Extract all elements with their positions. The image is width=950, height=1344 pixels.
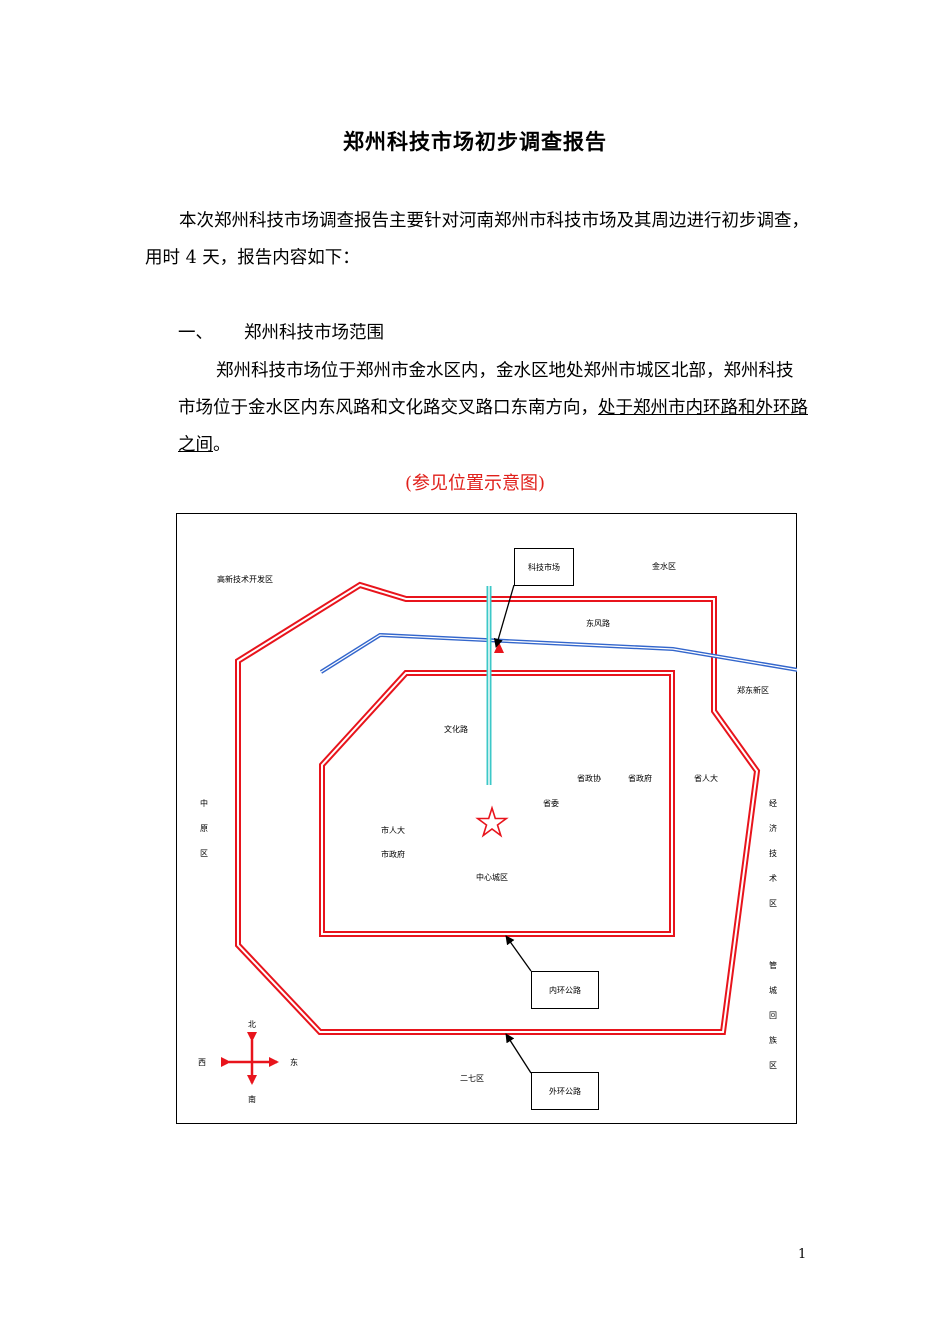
label-guancheng: 管城回族区 — [769, 961, 777, 1070]
intro-paragraph: 本次郑州科技市场调查报告主要针对河南郑州市科技市场及其周边进行初步调查，用时 4… — [145, 211, 809, 268]
map-frame — [176, 513, 797, 1124]
section-text-end: 。 — [213, 435, 231, 455]
label-jinshui: 金水区 — [652, 562, 676, 571]
document-title: 郑州科技市场初步调查报告 — [343, 129, 607, 154]
label-zhengdong: 郑东新区 — [737, 686, 769, 695]
label-shengrenda: 省人大 — [694, 774, 718, 783]
label-zhongyuan: 中原区 — [200, 799, 208, 858]
section-title: 郑州科技市场范围 — [244, 323, 384, 343]
compass-west: 西 — [198, 1058, 206, 1067]
label-shengzhengfu: 省政府 — [628, 774, 652, 783]
callout-keji: 科技市场 — [514, 548, 574, 586]
section-text-underlined: 处于郑州市内环路和外环路之间 — [178, 398, 808, 455]
map-drawing — [176, 513, 797, 1124]
section-paragraph: 郑州科技市场位于郑州市金水区内，金水区地处郑州市城区北部，郑州科技市场位于金水区… — [178, 353, 808, 464]
label-shirenda: 市人大 — [381, 826, 405, 835]
page-number: 1 — [798, 1247, 807, 1262]
market-marker — [494, 642, 504, 653]
label-shizhengfu: 市政府 — [381, 850, 405, 859]
label-dongfeng: 东风路 — [586, 619, 610, 628]
label-shengwei: 省委 — [543, 799, 559, 808]
city-center-star — [475, 805, 509, 838]
label-shengzhengxie: 省政协 — [577, 774, 601, 783]
label-zhongxin: 中心城区 — [476, 873, 508, 882]
compass-icon — [221, 1032, 279, 1085]
outer-ring-road — [235, 581, 761, 1035]
compass-north: 北 — [248, 1020, 256, 1029]
inner-ring-road — [319, 670, 675, 937]
compass-east: 东 — [290, 1058, 298, 1067]
figure-caption: (参见位置示意图) — [404, 473, 546, 494]
section-number: 一、 — [178, 323, 213, 343]
label-wenhua: 文化路 — [444, 725, 468, 734]
callout-neihuan: 内环公路 — [531, 971, 599, 1009]
inner-ring-callout-arrow — [505, 935, 532, 972]
label-erqi: 二七区 — [460, 1074, 484, 1083]
compass-south: 南 — [248, 1095, 256, 1104]
section-heading: 一、 郑州科技市场范围 — [178, 318, 384, 348]
market-callout-arrow — [493, 584, 515, 648]
location-map: 高新技术开发区 金水区 东风路 郑东新区 文化路 省政协 省政府 省人大 省委 … — [176, 513, 797, 1124]
section-text: 郑州科技市场位于郑州市金水区内，金水区地处郑州市城区北部，郑州科技市场位于金水区… — [178, 361, 794, 418]
label-gaoxin: 高新技术开发区 — [217, 575, 273, 584]
outer-ring-callout-arrow — [505, 1033, 532, 1074]
dongfeng-road — [319, 632, 797, 674]
label-jingji: 经济技术区 — [769, 799, 777, 908]
callout-waihuan: 外环公路 — [531, 1072, 599, 1110]
